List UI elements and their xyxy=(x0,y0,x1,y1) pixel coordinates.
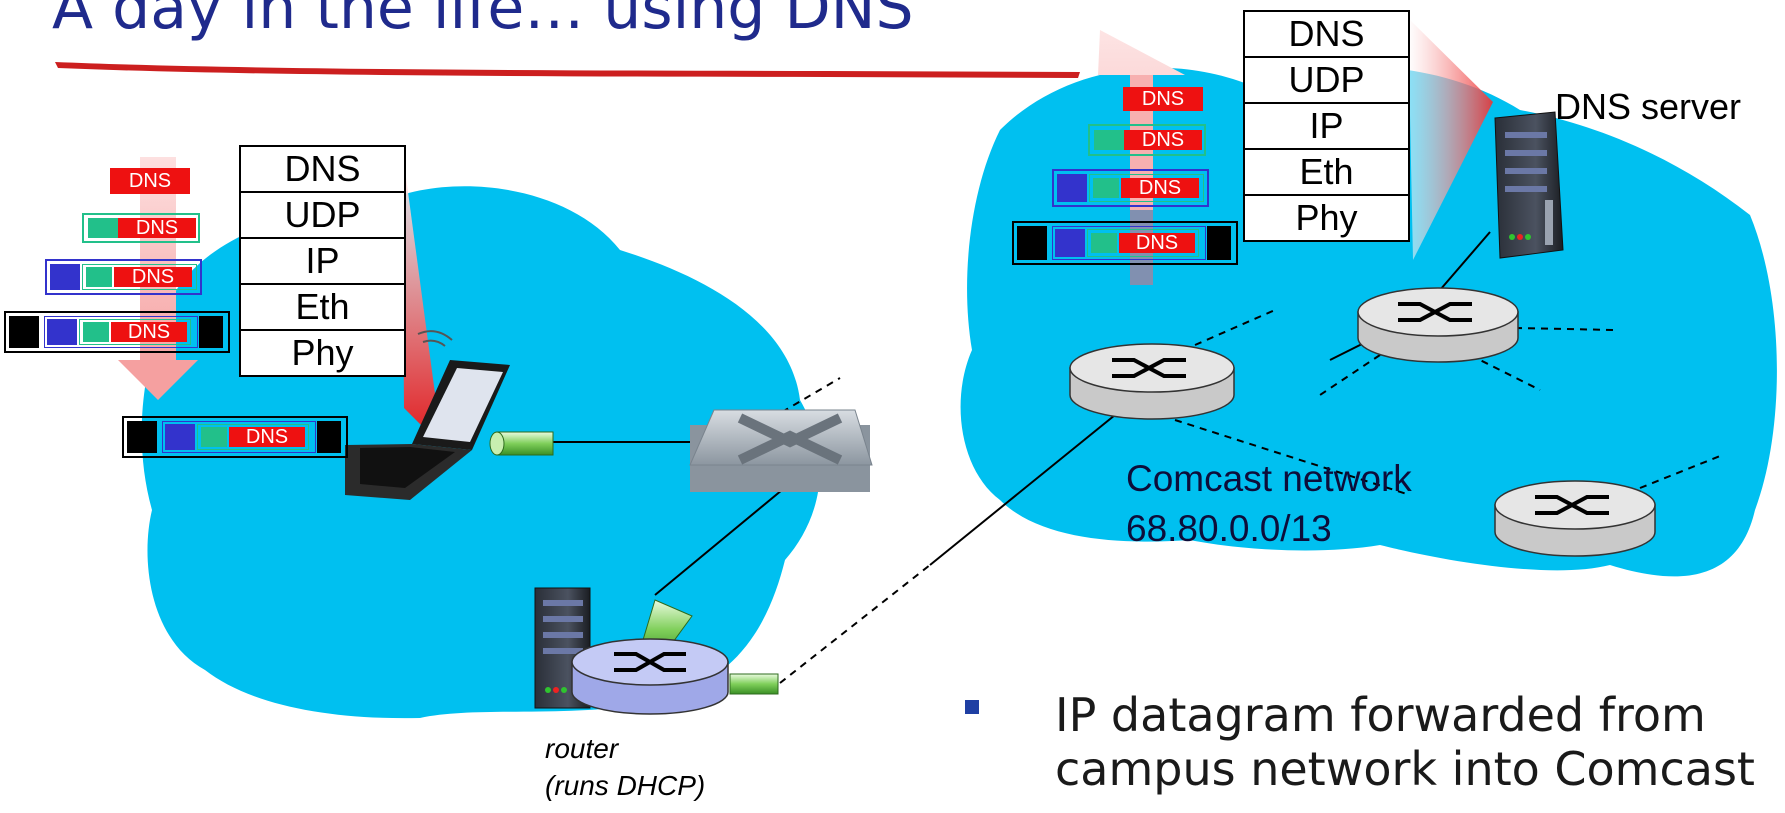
comcast-prefix-label: 68.80.0.0/13 xyxy=(1126,508,1332,549)
left-stack-layer: Eth xyxy=(241,285,404,331)
right-stack-layer: UDP xyxy=(1245,58,1408,104)
packet-eth-right: DNS xyxy=(1012,221,1238,265)
comcast-network-label: Comcast network xyxy=(1126,458,1412,499)
eth-trailer xyxy=(317,421,341,453)
udp-header xyxy=(83,322,109,342)
right-stack-layer: Eth xyxy=(1245,150,1408,196)
bullet-line-2: campus network into Comcast xyxy=(1055,742,1755,796)
eth-header xyxy=(9,316,39,348)
router-label: router xyxy=(545,733,619,764)
eth-header xyxy=(127,421,157,453)
packet-eth-left: DNS xyxy=(4,311,230,353)
packet-udp-left: DNS xyxy=(82,213,200,243)
laptop-icon xyxy=(345,330,510,500)
dns-segment: DNS xyxy=(229,427,305,447)
comcast-router-1-icon xyxy=(1069,343,1235,420)
ip-header xyxy=(1057,174,1087,202)
left-stack-layer: UDP xyxy=(241,193,404,239)
right-stack-layer: DNS xyxy=(1245,12,1408,58)
left-stack-beam xyxy=(402,147,442,446)
dns-segment: DNS xyxy=(110,168,190,194)
eth-trailer xyxy=(1207,226,1231,260)
comcast-router-2-icon xyxy=(1357,287,1519,363)
udp-header xyxy=(88,218,118,238)
left-stack-layer: DNS xyxy=(241,147,404,193)
udp-header xyxy=(201,427,227,447)
dhcp-server-icon xyxy=(534,587,591,709)
left-stack-layer: IP xyxy=(241,239,404,285)
bullet-line-1: IP datagram forwarded from xyxy=(1055,688,1706,742)
right-stack-beam xyxy=(1408,18,1493,260)
dns-segment: DNS xyxy=(118,218,196,238)
right-protocol-stack: DNS UDP IP Eth Phy xyxy=(1243,10,1410,242)
udp-header xyxy=(1094,130,1124,150)
udp-header xyxy=(1091,233,1117,253)
comcast-router-3-icon xyxy=(1494,480,1656,557)
dns-segment: DNS xyxy=(1123,87,1203,111)
udp-header xyxy=(1093,178,1119,198)
packet-udp-right: DNS xyxy=(1088,124,1206,156)
page-title: A day in the life… using DNS xyxy=(52,0,914,43)
packet-ip-left: DNS xyxy=(45,259,202,295)
eth-trailer xyxy=(199,316,223,348)
left-stack-layer: Phy xyxy=(291,332,354,373)
bullet-marker xyxy=(965,700,979,714)
dns-segment: DNS xyxy=(111,322,187,342)
dns-segment: DNS xyxy=(1119,233,1195,253)
packet-ip-right: DNS xyxy=(1052,169,1209,207)
ip-header xyxy=(50,264,80,290)
ip-header xyxy=(47,319,77,345)
dns-segment: DNS xyxy=(114,267,192,287)
right-stack-layer: Phy xyxy=(1295,197,1358,238)
dns-segment: DNS xyxy=(1121,178,1199,198)
router-note-label: (runs DHCP) xyxy=(545,770,706,801)
ip-header xyxy=(1055,229,1085,257)
dns-server-label: DNS server xyxy=(1555,86,1742,127)
right-stack-layer: IP xyxy=(1245,104,1408,150)
ethernet-switch-icon xyxy=(689,409,873,492)
eth-header xyxy=(1017,226,1047,260)
packet-eth-laptop: DNS xyxy=(122,416,348,458)
left-protocol-stack: DNS UDP IP Eth Phy xyxy=(239,145,406,377)
title-underline xyxy=(55,62,1080,78)
dns-segment: DNS xyxy=(1124,130,1202,150)
laptop-interface-icon xyxy=(489,431,554,456)
campus-router-icon xyxy=(571,638,729,715)
ip-header xyxy=(165,424,195,450)
dns-server-icon xyxy=(1494,111,1564,259)
udp-header xyxy=(86,267,112,287)
bullet-text: IP datagram forwarded from campus networ… xyxy=(1055,688,1755,796)
